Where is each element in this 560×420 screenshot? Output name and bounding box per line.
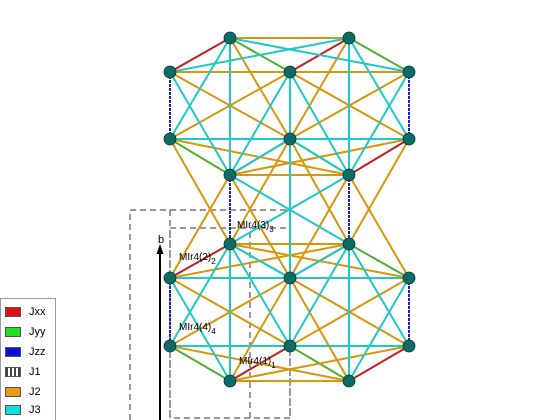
atom — [163, 65, 177, 79]
bond-j3 — [348, 71, 410, 176]
legend-label: Jyy — [29, 326, 46, 338]
b-axis-arrow — [156, 244, 164, 420]
unit-cell-outline — [129, 209, 291, 420]
bond-j3 — [348, 243, 410, 347]
atom — [283, 65, 297, 79]
bond-j3 — [229, 138, 291, 176]
bond-j3 — [289, 243, 350, 279]
bond-j2 — [169, 174, 231, 279]
atom — [163, 271, 177, 285]
legend-item-j2: J2 — [5, 385, 41, 399]
bond-jxx — [169, 37, 231, 73]
atom — [402, 271, 416, 285]
bond-jyy — [169, 345, 231, 382]
atom — [283, 271, 297, 285]
bond-j3 — [289, 138, 350, 176]
b-axis-label: b — [158, 234, 164, 246]
atom — [402, 132, 416, 146]
bond-j3 — [229, 243, 291, 279]
bond-j3 — [289, 71, 350, 176]
bond-j2 — [289, 277, 350, 382]
atom — [223, 168, 237, 182]
atom — [163, 132, 177, 146]
legend-swatch — [5, 347, 21, 357]
bond-j2 — [348, 138, 410, 245]
bond-j3 — [169, 243, 231, 347]
bond-j3 — [169, 37, 231, 140]
bond-jxx — [348, 345, 410, 382]
legend-label: J2 — [29, 386, 41, 398]
atom — [402, 339, 416, 353]
atom-label-mir4-2: MIr4(2)2 — [179, 252, 216, 266]
bond-j3 — [348, 277, 410, 382]
bond-j3 — [348, 37, 410, 140]
legend-item-j1: J1 — [5, 365, 41, 379]
bond-j2 — [229, 345, 410, 382]
atom — [342, 168, 356, 182]
atom — [223, 31, 237, 45]
legend-item-jzz: Jzz — [5, 345, 46, 359]
bond-j2 — [169, 345, 350, 382]
atom — [402, 65, 416, 79]
atom-label-mir4-4: MIr4(4)4 — [179, 322, 216, 336]
atom — [342, 237, 356, 251]
bond-j3 — [289, 243, 350, 347]
bond-jxx — [348, 138, 410, 176]
bond-j2 — [229, 277, 291, 382]
atom — [283, 339, 297, 353]
atom — [223, 237, 237, 251]
bond-j3 — [229, 71, 291, 176]
legend-swatch — [5, 405, 21, 415]
bond-jyy — [169, 138, 231, 176]
legend-swatch — [5, 367, 21, 377]
bond-j3 — [229, 174, 350, 245]
atom-sites — [163, 31, 416, 388]
legend-item-jxx: Jxx — [5, 305, 46, 319]
legend-item-jyy: Jyy — [5, 325, 46, 339]
bond-jyy — [348, 243, 410, 279]
bond-j2 — [348, 174, 410, 279]
bond-j3 — [169, 71, 231, 176]
atom-label-mir4-1: MIr4(1)1 — [239, 356, 276, 370]
atom — [283, 132, 297, 146]
atom — [163, 339, 177, 353]
bond-j2 — [169, 138, 231, 245]
legend-label: J3 — [29, 404, 41, 416]
atom — [342, 374, 356, 388]
bond-j3 — [169, 277, 231, 382]
legend-swatch — [5, 387, 21, 397]
legend-item-j3: J3 — [5, 403, 41, 417]
bond-jyy — [348, 37, 410, 73]
atom-label-mir4-3: MIr4(3)3 — [237, 220, 274, 234]
bond-j3 — [229, 37, 410, 73]
atom — [342, 31, 356, 45]
legend-label: Jzz — [29, 346, 46, 358]
cell-edge — [129, 209, 291, 420]
atom — [223, 374, 237, 388]
legend-label: J1 — [29, 366, 41, 378]
legend-swatch — [5, 307, 21, 317]
bond-jxx — [169, 243, 231, 279]
legend-panel: Jxx Jyy Jzz J1 J2 J3 — [0, 298, 56, 420]
legend-label: Jxx — [29, 306, 46, 318]
bond-network — [169, 37, 410, 382]
bond-j3 — [169, 37, 350, 73]
legend-swatch — [5, 327, 21, 337]
bond-j3 — [229, 243, 291, 347]
